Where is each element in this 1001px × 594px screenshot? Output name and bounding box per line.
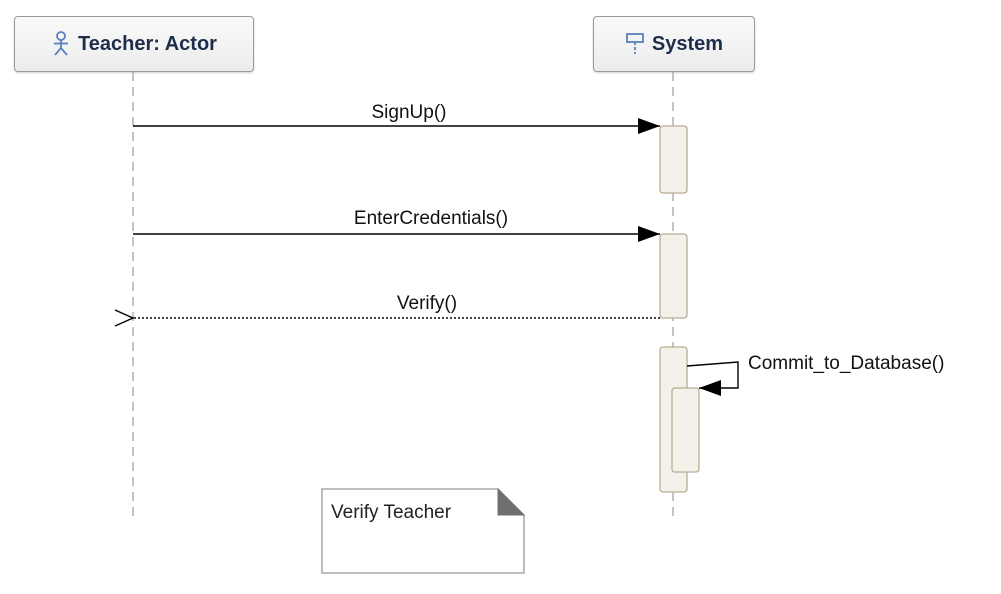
- note-verify-teacher[interactable]: Verify Teacher: [321, 487, 526, 574]
- lifeline-label-system: System: [651, 32, 724, 55]
- note-text: Verify Teacher: [331, 502, 452, 523]
- lifeline-header-system[interactable]: System: [593, 16, 755, 72]
- message-commit-arrow[interactable]: [686, 361, 739, 396]
- activation-commit-nested[interactable]: [671, 387, 700, 473]
- component-icon: [625, 32, 645, 56]
- message-commit-label: Commit_to_Database(): [748, 353, 944, 374]
- lifeline-label-teacher: Teacher: Actor: [78, 32, 217, 55]
- message-verify-label: Verify(): [397, 293, 457, 314]
- activation-signup[interactable]: [659, 125, 688, 194]
- activation-enter-credentials[interactable]: [659, 233, 688, 319]
- message-enter-credentials-label: EnterCredentials(): [354, 208, 508, 229]
- actor-icon: [51, 31, 71, 57]
- lifeline-header-teacher[interactable]: Teacher: Actor: [14, 16, 254, 72]
- message-signup-label: SignUp(): [372, 102, 447, 123]
